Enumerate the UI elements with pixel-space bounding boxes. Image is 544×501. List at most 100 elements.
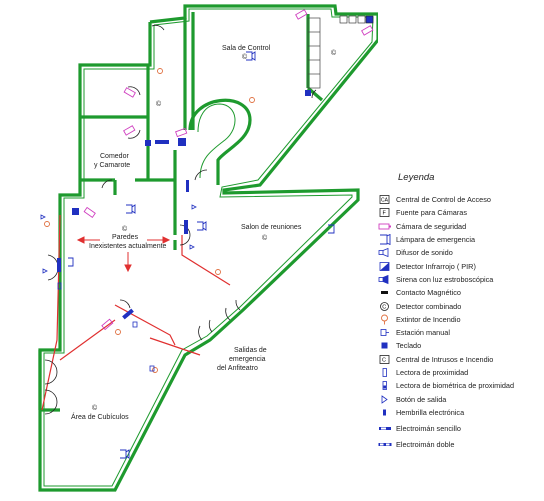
fire-extinguisher-icon: [215, 269, 221, 275]
security-camera-icon: [175, 127, 188, 138]
proximity-reader-icon: [57, 282, 62, 290]
keypad-icon: [381, 342, 388, 349]
svg-text:C: C: [382, 304, 386, 310]
plan-extinguishers: [44, 68, 255, 373]
intrusion-fire-panel-icon: C: [379, 354, 390, 364]
pir-detector-icon: [379, 261, 390, 271]
combined-detector-icon: ©: [331, 49, 337, 57]
security-camera-icon: [101, 318, 114, 331]
sound-diffuser-icon: [378, 248, 389, 258]
legend-item-pir: Detector Infrarrojo ( PIR): [378, 259, 544, 272]
security-camera-icon: [295, 9, 308, 20]
room-label-comedor-2: y Camarote: [94, 162, 130, 169]
room-label-salidas-1: Salidas de: [234, 347, 267, 354]
legend-item-single-maglock: Electroimán sencillo: [378, 422, 544, 435]
fire-extinguisher-icon: [249, 97, 255, 103]
manual-station-icon: [149, 365, 155, 372]
combined-detector-icon: ©: [262, 234, 268, 242]
emergency-lamp-icon: [68, 257, 74, 267]
inner-wall: [43, 8, 374, 487]
combined-detector-icon: ©: [92, 404, 98, 412]
keypad-icon: [305, 90, 311, 96]
legend-item-exit-button: Botón de salida: [378, 392, 544, 405]
control-panels: [339, 15, 374, 24]
proximity-reader-icon: [186, 180, 189, 192]
emergency-lamp-icon: [246, 51, 256, 61]
legend-label: Electroimán sencillo: [396, 424, 461, 434]
legend-label: Lámpara de emergencia: [396, 235, 476, 245]
legend-item-access-control: CA Central de Control de Acceso: [378, 193, 544, 206]
exit-button-icon: [191, 204, 197, 210]
combined-detector-icon: ©: [156, 100, 162, 108]
legend-item-keypad: Teclado: [378, 339, 544, 352]
floor-plan: Sala de Control Comedor y Camarote Pared…: [38, 4, 378, 492]
plan-cameras: [83, 9, 374, 331]
proximity-reader-icon: [382, 368, 387, 377]
legend-label: Lectora de proximidad: [396, 368, 469, 377]
legend-item-combined-detector: C Detector combinado: [378, 299, 544, 312]
legend-label: Central de Control de Acceso: [396, 195, 491, 205]
fire-extinguisher-icon: [44, 221, 50, 227]
emergency-lamp-icon: [380, 234, 391, 246]
legend-item-magnetic-contact: Contacto Magnético: [378, 286, 544, 299]
security-camera-icon: [378, 223, 391, 230]
electric-strike-icon: [383, 409, 386, 416]
emergency-lamp-icon: [126, 204, 136, 214]
pir-detector-icon: [178, 138, 186, 146]
legend-item-electric-strike: Hembrilla electrónica: [378, 406, 544, 419]
manual-station-icon: [380, 329, 389, 337]
fire-extinguisher-icon: [157, 68, 163, 74]
legend-item-security-camera: Cámara de seguridad: [378, 220, 544, 233]
round-room-inner: [197, 103, 236, 179]
biometric-reader-icon: [382, 381, 387, 391]
keypad-icon: [145, 140, 151, 146]
single-maglock-icon: [379, 427, 391, 431]
exit-button-icon: [42, 268, 48, 274]
fire-extinguisher-icon: [115, 329, 121, 335]
room-label-salidas-3: del Anfiteatro: [217, 365, 258, 372]
access-control-panel-icon: CA: [379, 195, 390, 205]
pir-detector-icon: [365, 15, 374, 24]
legend-label: Fuente para Cámaras: [396, 208, 467, 218]
access-control-panel-icon: [339, 15, 348, 24]
emergency-lamp-icon: [197, 221, 207, 231]
legend-label: Difusor de sonido: [396, 248, 453, 258]
legend: Leyenda CA Central de Control de Acceso …: [378, 172, 544, 452]
pir-detector-icon: [72, 208, 79, 215]
camera-power-supply-icon: F: [379, 208, 390, 218]
legend-item-biometric-reader: Lectora de biométrica de proximidad: [378, 379, 544, 392]
fire-extinguisher-icon: [152, 367, 158, 373]
legend-item-double-maglock: Electroimán doble: [378, 438, 544, 451]
svg-text:CA: CA: [381, 198, 389, 204]
legend-label: Detector combinado: [396, 301, 462, 311]
security-camera-icon: [123, 87, 136, 98]
room-label-control: Sala de Control: [222, 45, 271, 52]
intrusion-fire-panel-icon: [357, 15, 366, 24]
combined-detector-icon: C: [380, 301, 389, 311]
legend-label: Sirena con luz estroboscópica: [396, 274, 494, 284]
sound-diffuser-icon: [40, 214, 46, 220]
combined-detector-icon: ©: [242, 53, 248, 61]
plan-access-hardware: [57, 90, 311, 320]
room-label-salon: Salon de reuniones: [241, 224, 302, 231]
exit-button-icon: [381, 394, 388, 404]
round-room-wall: [188, 98, 252, 185]
plan-lamps: [68, 51, 335, 459]
double-maglock-icon: [378, 443, 392, 447]
legend-label: Estación manual: [396, 328, 450, 338]
room-label-comedor-1: Comedor: [100, 153, 129, 160]
room-label-salidas-2: emergencia: [229, 356, 266, 363]
legend-item-proximity-reader: Lectora de proximidad: [378, 366, 544, 379]
svg-text:C: C: [382, 357, 386, 363]
strobe-siren-icon: [378, 274, 389, 285]
manual-station-icon: [132, 321, 138, 328]
legend-label: Central de Intrusos e Incendio: [396, 354, 494, 364]
legend-item-fire-extinguisher: Extintor de Incendio: [378, 313, 544, 326]
security-camera-icon: [83, 206, 96, 218]
legend-label: Cámara de seguridad: [396, 221, 467, 231]
legend-label: Lectora de biométrica de proximidad: [396, 381, 515, 391]
sound-diffuser-icon: [189, 244, 195, 250]
wall-arrows: [76, 236, 171, 273]
legend-label: Electroimán doble: [396, 440, 455, 450]
legend-title: Leyenda: [398, 172, 435, 183]
